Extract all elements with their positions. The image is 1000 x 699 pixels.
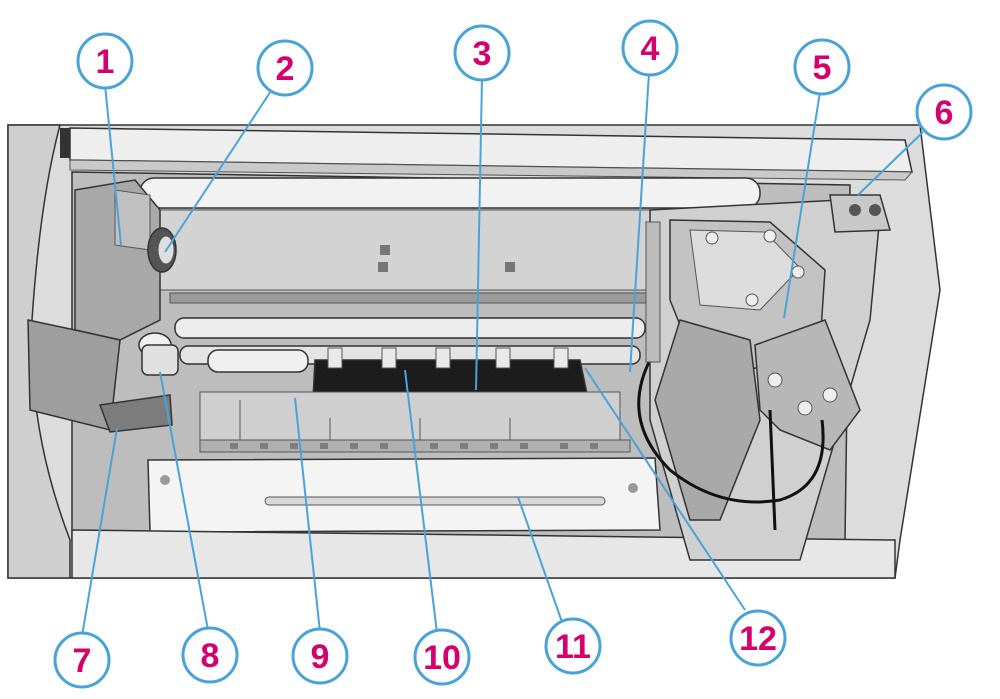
leader-line-8 (159, 371, 209, 631)
callout-12: 12 (729, 609, 787, 667)
leader-line-10 (404, 369, 438, 634)
leader-line-1 (104, 84, 122, 246)
callout-number-4: 4 (641, 30, 660, 68)
leader-line-3 (475, 77, 483, 391)
callout-number-2: 2 (276, 50, 295, 88)
callout-number-3: 3 (473, 35, 492, 73)
callouts: 1 2 3 4 5 6 7 8 (53, 19, 973, 689)
leader-line-7 (81, 427, 118, 637)
leader-line-6 (857, 131, 924, 196)
leader-line-2 (164, 90, 272, 253)
callout-2: 2 (256, 39, 314, 97)
callout-6: 6 (915, 83, 973, 141)
callout-number-6: 6 (935, 94, 954, 132)
leader-line-11 (517, 496, 563, 623)
callout-3: 3 (453, 24, 511, 82)
leader-line-4 (629, 72, 650, 373)
callout-10: 10 (413, 628, 471, 686)
callout-9: 9 (291, 627, 349, 685)
leader-line-12 (584, 367, 746, 611)
callout-number-11: 11 (555, 628, 591, 666)
callout-8: 8 (181, 626, 239, 684)
leader-line-5 (783, 91, 821, 319)
printer-illustration (7, 124, 941, 579)
callout-number-9: 9 (311, 638, 330, 676)
callout-7: 7 (53, 631, 111, 689)
callout-number-5: 5 (813, 49, 832, 87)
callout-1: 1 (76, 32, 134, 90)
callout-number-8: 8 (201, 637, 220, 675)
leader-lines (81, 72, 924, 637)
callout-number-7: 7 (73, 642, 92, 680)
callout-11: 11 (544, 617, 602, 675)
leader-line-9 (294, 397, 321, 633)
callout-4: 4 (621, 19, 679, 77)
callout-number-12: 12 (739, 620, 777, 658)
callout-5: 5 (793, 38, 851, 96)
callout-number-10: 10 (423, 639, 461, 677)
callout-number-1: 1 (96, 43, 115, 81)
